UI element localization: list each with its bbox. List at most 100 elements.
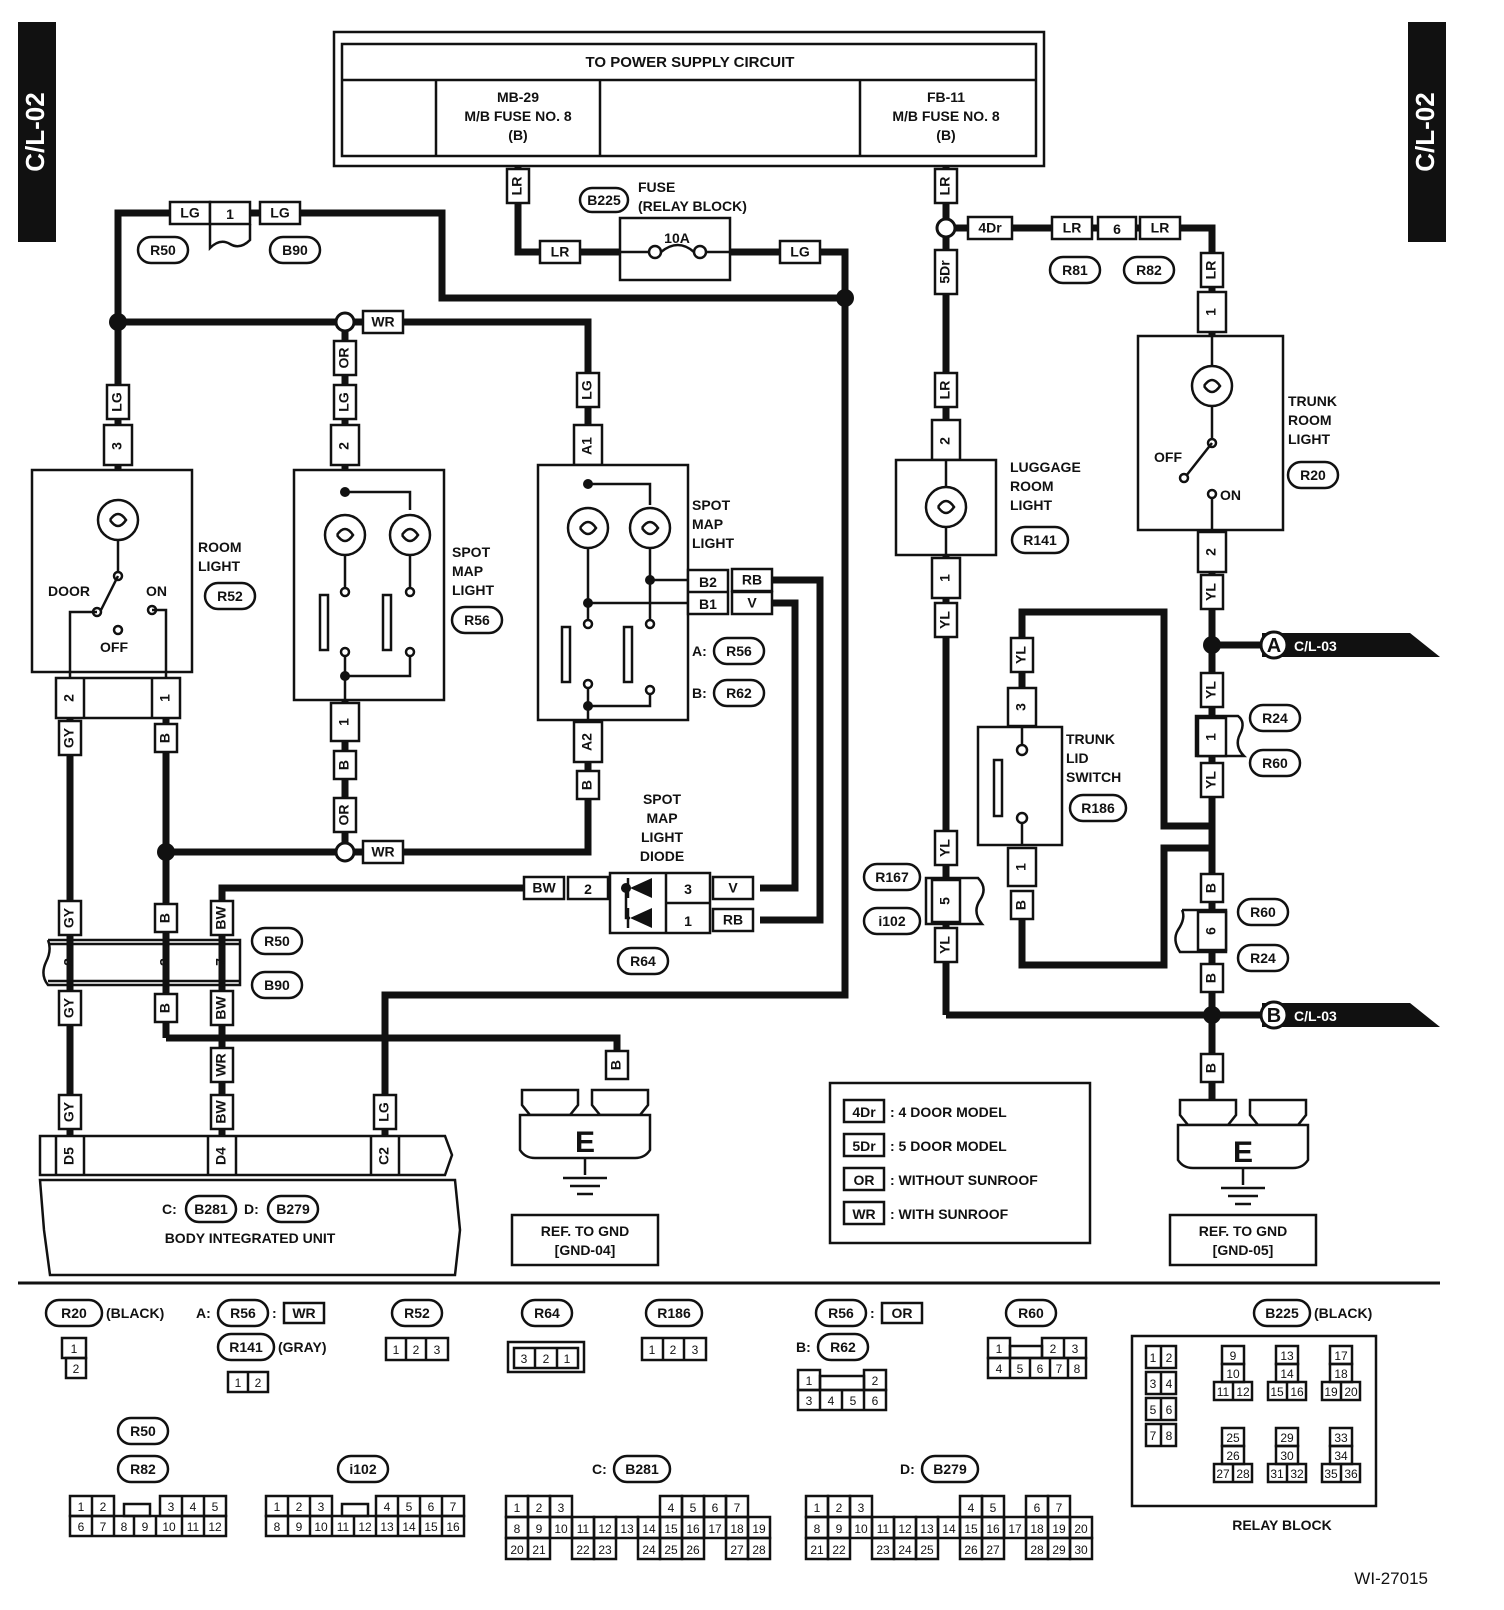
luggage-pin-1: 1 xyxy=(937,574,953,582)
wire-tag-rb-h1: RB xyxy=(742,572,762,588)
diode-pin-2: 2 xyxy=(584,881,592,897)
diode-line-3: LIGHT xyxy=(641,829,683,845)
connector-r50-b90-mid: 2 3 7 R50 B90 xyxy=(42,926,304,1000)
power-left-line-3: (B) xyxy=(508,127,527,143)
svg-text:8: 8 xyxy=(274,1520,281,1534)
view-i102: i102 xyxy=(349,1461,376,1477)
svg-text:19: 19 xyxy=(1052,1522,1066,1536)
svg-text:6: 6 xyxy=(1037,1362,1044,1376)
svg-text:4: 4 xyxy=(384,1500,391,1514)
svg-text:20: 20 xyxy=(510,1543,524,1557)
wire-tag-yl-2: YL xyxy=(1203,583,1219,601)
svg-text:5: 5 xyxy=(990,1501,997,1515)
svg-text:8: 8 xyxy=(514,1522,521,1536)
svg-text:10: 10 xyxy=(854,1522,868,1536)
ground-right-mark: E xyxy=(1233,1136,1253,1169)
connector-views: R20 (BLACK) 1 2 A: R56 : WR R141 (GRAY) … xyxy=(44,1298,1378,1561)
svg-text:9: 9 xyxy=(836,1522,843,1536)
wire-tag-yl-7: YL xyxy=(937,936,953,954)
wire-tag-b-6: B xyxy=(1203,973,1219,983)
svg-text:26: 26 xyxy=(964,1543,978,1557)
wire-tag-b-8: B xyxy=(608,1060,624,1070)
svg-text:16: 16 xyxy=(686,1522,700,1536)
svg-text:6: 6 xyxy=(78,1520,85,1534)
svg-text:18: 18 xyxy=(1334,1367,1348,1381)
lid-pin-1: 1 xyxy=(1013,863,1029,871)
conn-r60-lower: R60 xyxy=(1250,904,1276,920)
conn-r167: R167 xyxy=(875,869,909,885)
svg-text:16: 16 xyxy=(986,1522,1000,1536)
connector-r24-r60-lower: 6 R60 R24 xyxy=(1174,897,1290,973)
svg-text:27: 27 xyxy=(1216,1467,1230,1481)
trunk-light-line-3: LIGHT xyxy=(1288,431,1330,447)
svg-text:1: 1 xyxy=(78,1500,85,1514)
power-right-line-3: (B) xyxy=(936,127,955,143)
trunk-switch-off: OFF xyxy=(1154,449,1182,465)
svg-text:4: 4 xyxy=(1166,1377,1173,1391)
ground-right: E REF. TO GND [GND-05] xyxy=(1168,1082,1318,1267)
cross-ref-b-target: C/L-03 xyxy=(1294,1008,1337,1024)
conn-r60-upper: R60 xyxy=(1262,755,1288,771)
room-light-pin-3: 3 xyxy=(109,442,125,450)
svg-text:28: 28 xyxy=(752,1543,766,1557)
wire-tag-lr-3: LR xyxy=(1203,261,1219,280)
view-r141: R141 xyxy=(229,1339,263,1355)
diode-pin-3: 3 xyxy=(684,881,692,897)
svg-text:29: 29 xyxy=(1052,1543,1066,1557)
spot-map-light-diode: 2 3 1 SPOT MAP LIGHT DIODE R64 xyxy=(566,791,712,976)
wire-tag-b-7: B xyxy=(1203,1063,1219,1073)
figure-id: WI-27015 xyxy=(1354,1569,1428,1588)
svg-text:22: 22 xyxy=(832,1543,846,1557)
spot2-a-label: A: xyxy=(692,643,707,659)
section-tab-left: C/L-02 xyxy=(18,22,56,242)
svg-text:21: 21 xyxy=(532,1543,546,1557)
svg-text:20: 20 xyxy=(1074,1522,1088,1536)
svg-text:30: 30 xyxy=(1280,1449,1294,1463)
room-light: 3 DOOR ON OFF ROOM LIGHT R52 2 1 xyxy=(30,423,257,720)
svg-text:32: 32 xyxy=(1290,1467,1304,1481)
conn-r50-mid: R50 xyxy=(264,933,290,949)
r167-pin-5: 5 xyxy=(937,897,953,905)
cross-ref-b-letter: B xyxy=(1267,1005,1281,1027)
svg-text:6: 6 xyxy=(712,1501,719,1515)
svg-text:10: 10 xyxy=(554,1522,568,1536)
view-r50: R50 xyxy=(130,1423,156,1439)
svg-text:16: 16 xyxy=(446,1520,460,1534)
svg-text:15: 15 xyxy=(1270,1385,1284,1399)
conn-b90-mid: B90 xyxy=(264,977,290,993)
room-light-pin-2: 2 xyxy=(61,694,77,702)
room-light-pin-1: 1 xyxy=(157,694,173,702)
svg-text:2: 2 xyxy=(836,1501,843,1515)
wire-tag-wr-1: WR xyxy=(213,1053,229,1076)
body-id-d: B279 xyxy=(276,1201,310,1217)
spot2-line-2: MAP xyxy=(692,516,723,532)
conn-r81: R81 xyxy=(1062,262,1088,278)
view-b-prefix: B: xyxy=(796,1339,811,1355)
svg-text:6: 6 xyxy=(428,1500,435,1514)
svg-text:4: 4 xyxy=(996,1362,1003,1376)
svg-text:22: 22 xyxy=(576,1543,590,1557)
conn-r24-upper: R24 xyxy=(1262,710,1288,726)
wire-tag-lr-1: LR xyxy=(509,177,525,196)
svg-text:1: 1 xyxy=(514,1501,521,1515)
trunk-light-line-1: TRUNK xyxy=(1288,393,1337,409)
svg-text:24: 24 xyxy=(898,1543,912,1557)
svg-text:8: 8 xyxy=(121,1520,128,1534)
svg-text:19: 19 xyxy=(1324,1385,1338,1399)
luggage-line-3: LIGHT xyxy=(1010,497,1052,513)
svg-text:2: 2 xyxy=(670,1343,677,1357)
svg-text:25: 25 xyxy=(1226,1431,1240,1445)
connector-r81-r82: 6 R81 R82 xyxy=(1048,215,1176,285)
wire-tag-4dr: 4Dr xyxy=(978,220,1002,236)
svg-text:14: 14 xyxy=(642,1522,656,1536)
view-b281: B281 xyxy=(625,1461,659,1477)
wire-tag-lg-1: LG xyxy=(109,392,125,412)
section-tab-right-label: C/L-02 xyxy=(1410,92,1440,171)
svg-text:15: 15 xyxy=(424,1520,438,1534)
svg-text:35: 35 xyxy=(1324,1467,1338,1481)
svg-text:6: 6 xyxy=(872,1394,879,1408)
svg-text:21: 21 xyxy=(810,1543,824,1557)
svg-text:3: 3 xyxy=(318,1500,325,1514)
svg-text:12: 12 xyxy=(898,1522,912,1536)
